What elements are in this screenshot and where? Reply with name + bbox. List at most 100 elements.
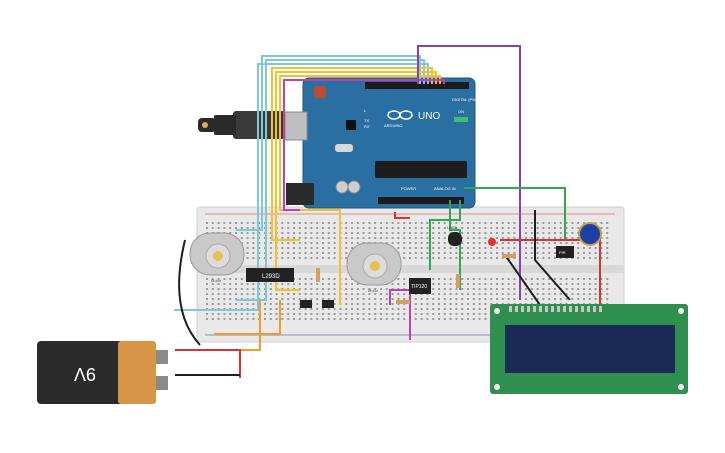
breadboard-hole xyxy=(525,257,527,259)
lcd-pin[interactable] xyxy=(581,306,584,312)
breadboard-hole xyxy=(606,247,609,249)
breadboard-hole xyxy=(345,298,348,300)
breadboard-hole xyxy=(571,242,574,244)
wire-cyan-3 xyxy=(174,63,429,311)
breadboard-hole xyxy=(287,247,290,249)
lcd-pin[interactable] xyxy=(563,306,566,312)
breadboard-hole xyxy=(333,278,336,280)
lcd-pin[interactable] xyxy=(515,306,518,312)
breadboard-hole xyxy=(420,227,423,229)
breadboard-hole xyxy=(559,283,562,285)
lcd-pin[interactable] xyxy=(509,306,512,312)
breadboard-hole xyxy=(525,242,527,244)
breadboard-hole xyxy=(293,232,295,234)
breadboard-hole xyxy=(281,298,284,300)
lcd-pin[interactable] xyxy=(527,306,530,312)
breadboard-hole xyxy=(426,237,429,239)
breadboard-hole xyxy=(577,222,580,224)
motor-1[interactable]: Motor xyxy=(189,232,245,283)
motor-2[interactable]: Motor xyxy=(346,242,402,293)
breadboard-hole xyxy=(206,293,208,295)
breadboard-hole xyxy=(304,283,307,285)
breadboard-hole xyxy=(461,232,464,234)
lcd-pin[interactable] xyxy=(587,306,590,312)
digital-header xyxy=(365,82,469,89)
breadboard-hole xyxy=(287,237,290,239)
breadboard-hole xyxy=(414,247,417,249)
breadboard-hole xyxy=(496,252,498,254)
l293d-chip[interactable]: L293D xyxy=(246,268,294,282)
led-red[interactable] xyxy=(488,238,496,246)
usb-port xyxy=(284,111,308,141)
breadboard-hole xyxy=(246,222,249,224)
breadboard-hole xyxy=(246,283,249,285)
breadboard-hole xyxy=(217,313,220,315)
potentiometer[interactable] xyxy=(578,222,602,246)
breadboard-hole xyxy=(530,232,533,234)
breadboard-hole xyxy=(304,222,307,224)
breadboard-hole xyxy=(594,283,597,285)
breadboard-hole xyxy=(600,222,603,224)
pir-sensor[interactable]: PIR xyxy=(556,246,574,258)
breadboard-hole xyxy=(449,247,452,249)
breadboard-hole xyxy=(577,298,580,300)
breadboard-hole xyxy=(258,293,261,295)
breadboard-hole xyxy=(548,237,551,239)
arduino-uno-board[interactable]: DIGITAL (PWM~) POWER ANALOG IN ARDUINO U… xyxy=(284,77,484,209)
breadboard-hole xyxy=(438,298,440,300)
switch-2 xyxy=(322,300,334,308)
breadboard-hole xyxy=(472,232,475,234)
wire-orange-2 xyxy=(214,300,281,335)
breadboard-hole xyxy=(351,237,353,239)
lcd-pin[interactable] xyxy=(539,306,542,312)
breadboard-hole xyxy=(443,293,446,295)
breadboard-hole xyxy=(414,318,417,320)
breadboard-hole xyxy=(472,293,475,295)
lcd-pin[interactable] xyxy=(557,306,560,312)
lcd-pin[interactable] xyxy=(599,306,602,312)
breadboard-hole xyxy=(223,222,226,224)
breadboard-hole xyxy=(542,283,545,285)
lcd-pin[interactable] xyxy=(575,306,578,312)
breadboard-hole xyxy=(490,247,493,249)
breadboard-hole xyxy=(426,252,429,254)
breadboard-hole xyxy=(565,298,568,300)
breadboard-hole xyxy=(304,252,307,254)
breadboard-hole xyxy=(391,298,394,300)
breadboard-hole xyxy=(252,303,255,305)
breadboard-hole xyxy=(420,303,423,305)
breadboard-hole xyxy=(380,237,382,239)
lcd-pin[interactable] xyxy=(545,306,548,312)
breadboard-hole xyxy=(571,278,574,280)
breadboard-hole xyxy=(443,237,446,239)
reset-button[interactable] xyxy=(314,86,326,98)
breadboard-hole xyxy=(333,303,336,305)
breadboard-hole xyxy=(542,222,545,224)
lcd-pin[interactable] xyxy=(551,306,554,312)
breadboard-hole xyxy=(327,288,330,290)
tip120-transistor[interactable]: TIP120 xyxy=(409,278,431,294)
breadboard-hole xyxy=(275,313,278,315)
lcd-pin[interactable] xyxy=(533,306,536,312)
lcd-pin[interactable] xyxy=(521,306,524,312)
breadboard-hole xyxy=(594,222,597,224)
breadboard-hole xyxy=(293,222,295,224)
lcd-pin[interactable] xyxy=(569,306,572,312)
breadboard-hole xyxy=(316,313,319,315)
breadboard-hole xyxy=(252,242,255,244)
lcd-display[interactable] xyxy=(490,304,688,394)
breadboard-hole xyxy=(467,257,469,259)
temperature-sensor[interactable]: LM35 xyxy=(447,225,462,246)
lcd-pin[interactable] xyxy=(593,306,596,312)
breadboard-hole xyxy=(217,288,220,290)
breadboard-hole xyxy=(513,278,516,280)
breadboard-hole xyxy=(345,242,348,244)
breadboard-hole xyxy=(252,232,255,234)
breadboard-hole xyxy=(351,227,353,229)
breadboard-hole xyxy=(449,308,452,310)
breadboard-hole xyxy=(409,237,411,239)
breadboard-hole xyxy=(287,318,290,320)
breadboard-hole xyxy=(554,252,556,254)
battery-9v[interactable]: 9V xyxy=(37,341,168,404)
breadboard-hole xyxy=(461,227,464,229)
